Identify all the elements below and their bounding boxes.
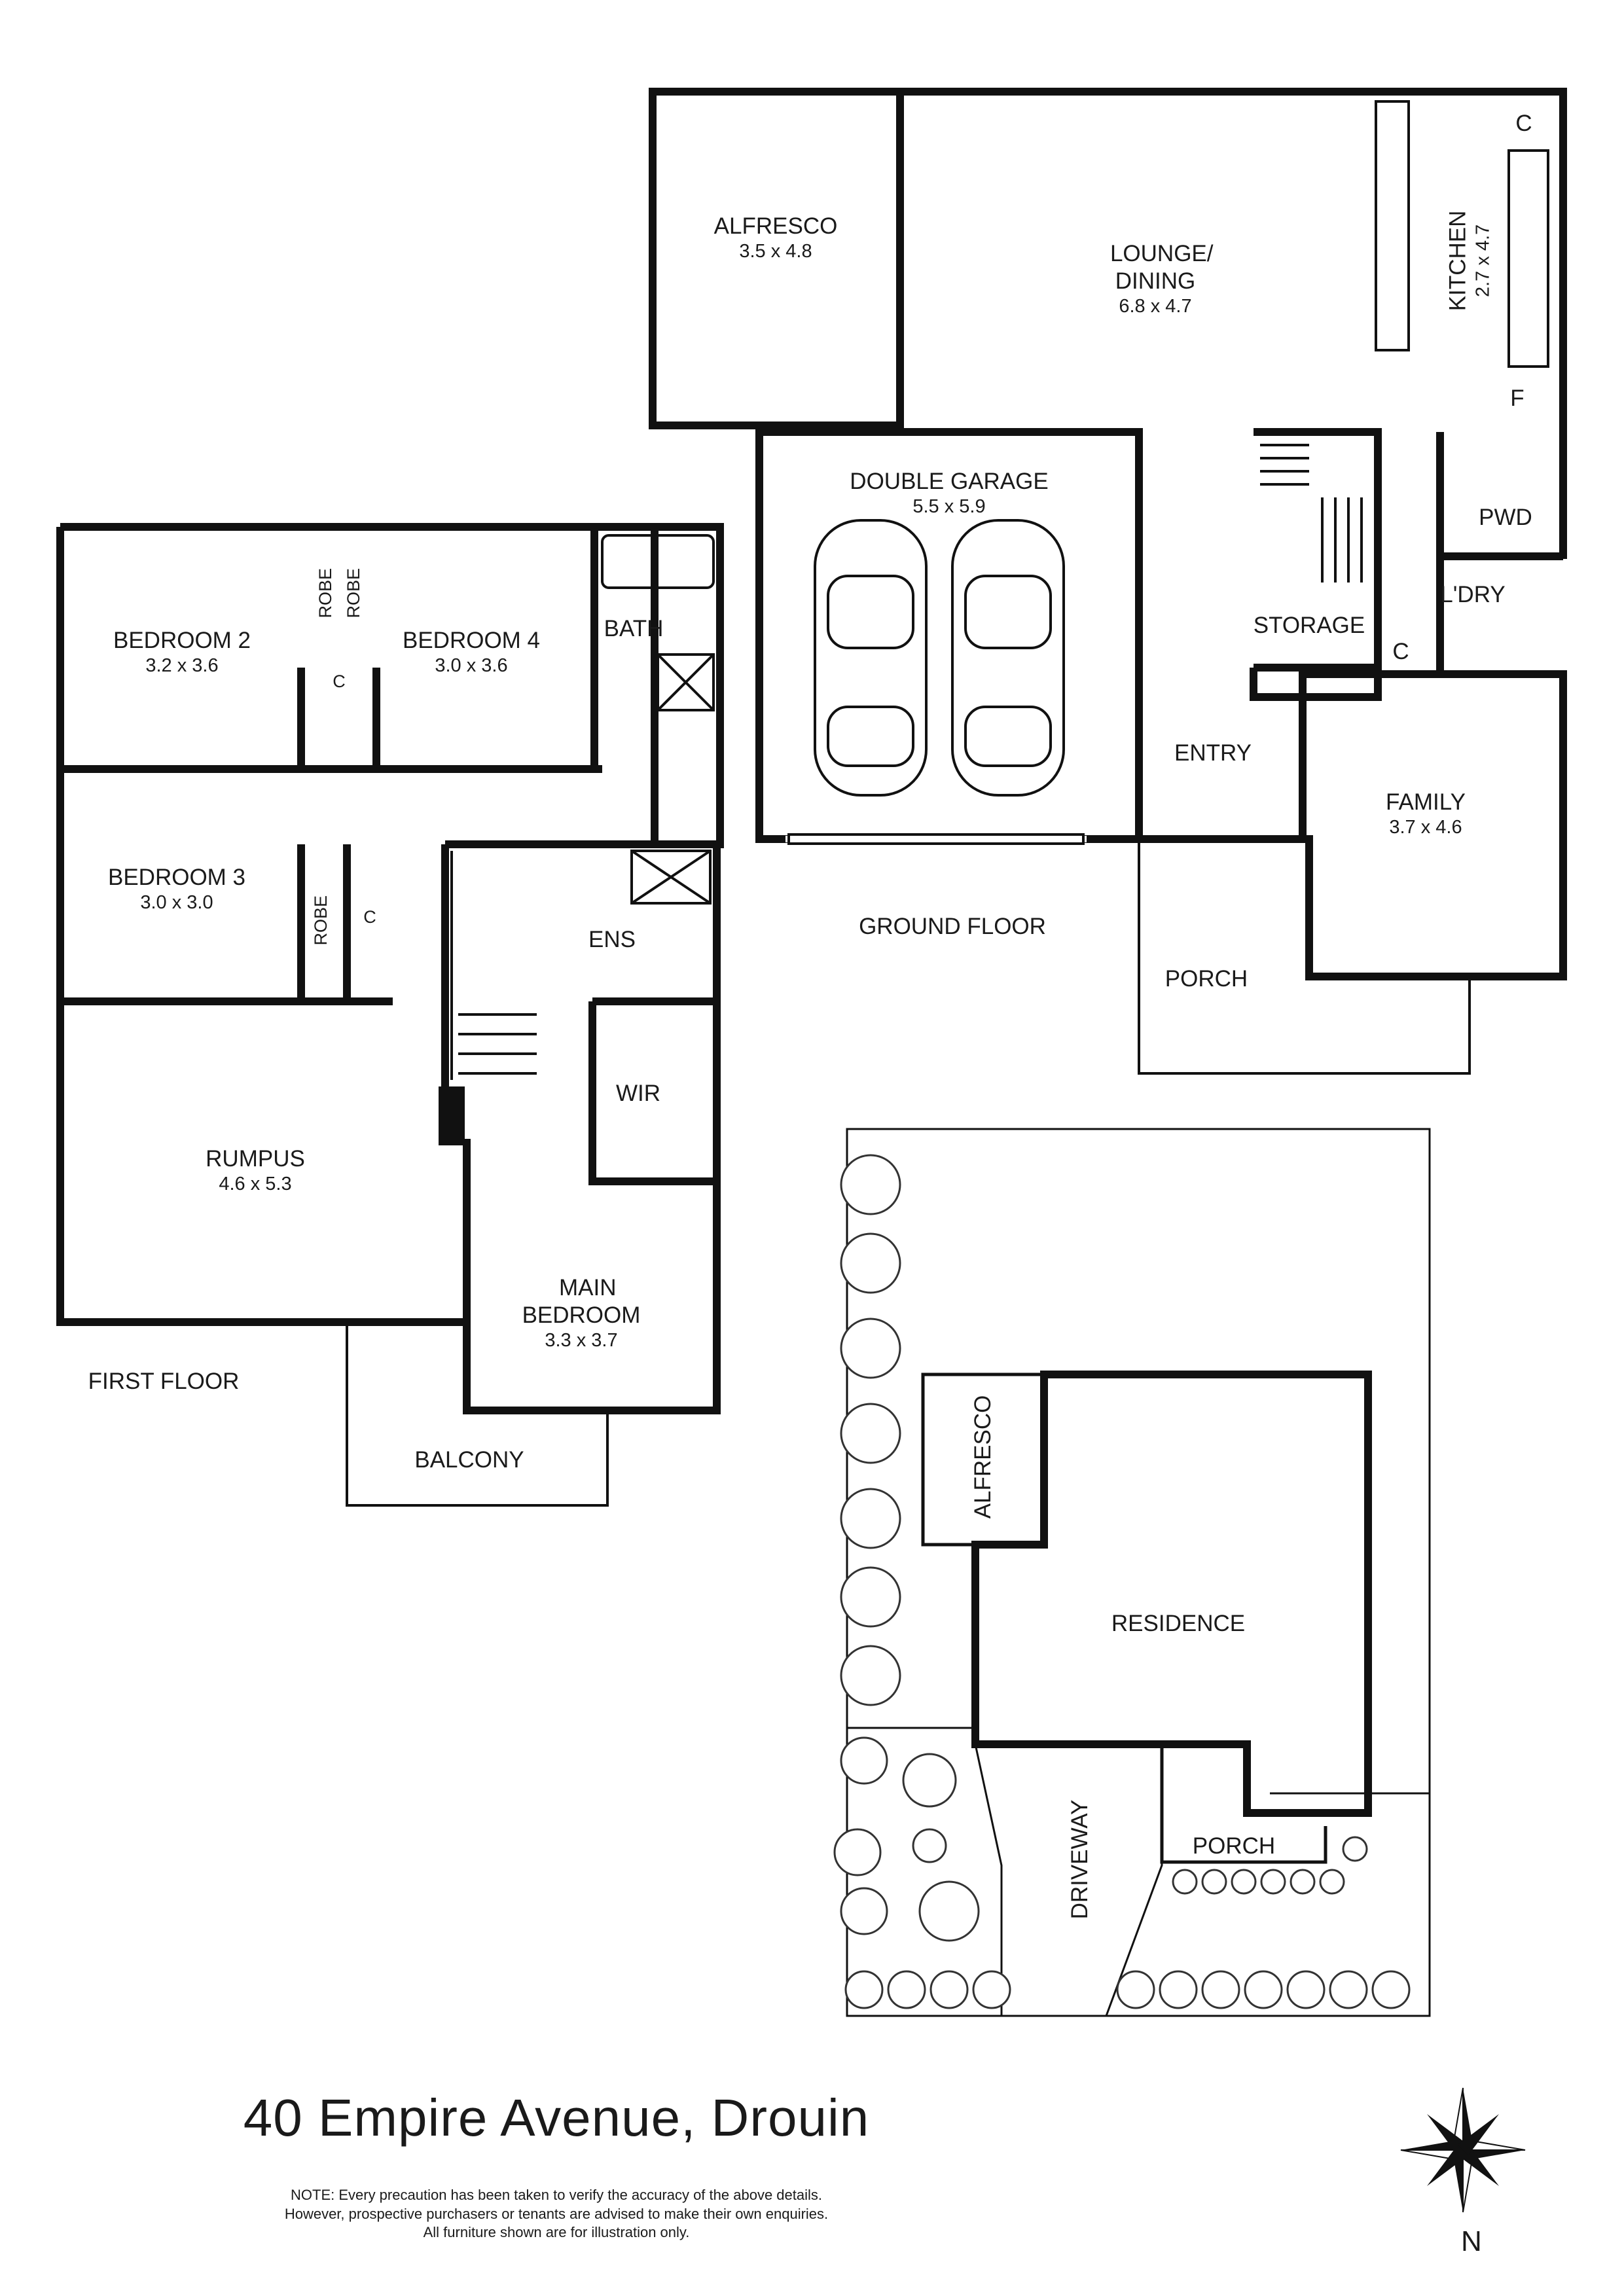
- disclaimer-line-1: NOTE: Every precaution has been taken to…: [291, 2187, 822, 2203]
- pwd-walls: [1436, 432, 1563, 678]
- car-left: [814, 519, 928, 797]
- disclaimer-line-3: All furniture shown are for illustration…: [423, 2224, 690, 2241]
- balcony-outline: [346, 1322, 609, 1507]
- balcony-label: BALCONY: [414, 1447, 524, 1473]
- robe-label-1: ROBE: [315, 567, 335, 619]
- site-driveway-label: DRIVEWAY: [1067, 1799, 1092, 1920]
- compass-rose-icon: [1400, 2087, 1526, 2213]
- ground-floor-title: GROUND FLOOR: [859, 914, 1046, 939]
- ens-shower: [630, 850, 712, 905]
- robe-label-2: ROBE: [343, 567, 363, 619]
- site-residence-label: RESIDENCE: [1111, 1611, 1246, 1636]
- site-porch: [1160, 1744, 1327, 1864]
- porch-label: PORCH: [1164, 966, 1248, 992]
- kitchen-island: [1375, 100, 1410, 351]
- bathtub: [601, 534, 715, 589]
- first-stair-treads: [450, 851, 537, 1080]
- bed3-cupboard-label: C: [363, 907, 376, 927]
- ens-label: ENS: [588, 927, 636, 952]
- disclaimer-note: NOTE: Every precaution has been taken to…: [0, 2186, 1113, 2242]
- bath-shower: [657, 653, 715, 711]
- site-trees: [833, 1154, 1411, 2009]
- site-residence: [971, 1371, 1372, 1817]
- ldry-label: L'DRY: [1440, 582, 1506, 607]
- car-right: [951, 519, 1065, 797]
- robe-label-3: ROBE: [310, 895, 331, 946]
- hall-cupboard-label: C: [333, 672, 346, 691]
- ground-stair-treads: [1260, 444, 1363, 583]
- site-boundary: [846, 1128, 1431, 2017]
- ldry-cupboard-label: C: [1392, 639, 1409, 664]
- kitchen-bench: [1507, 149, 1549, 368]
- fridge-label: F: [1510, 386, 1525, 411]
- disclaimer-line-2: However, prospective purchasers or tenan…: [284, 2205, 829, 2222]
- site-alfresco-label: ALFRESCO: [970, 1395, 996, 1519]
- storage-label: STORAGE: [1253, 613, 1365, 638]
- compass-north-label: N: [1461, 2225, 1482, 2257]
- storage-walls: [1250, 668, 1382, 701]
- entry-label: ENTRY: [1174, 740, 1252, 766]
- bedroom-walls: [60, 527, 602, 1005]
- bath-label: BATH: [604, 616, 664, 641]
- site-porch-label: PORCH: [1192, 1833, 1276, 1859]
- cupboard-label: C: [1515, 111, 1532, 136]
- porch-outline: [1138, 839, 1471, 1075]
- stair-walls: [1254, 428, 1382, 672]
- ensuite-walls: [441, 840, 720, 1410]
- wir-label: WIR: [615, 1081, 661, 1106]
- pwd-label: PWD: [1479, 505, 1532, 530]
- property-address: 40 Empire Avenue, Drouin: [243, 2089, 870, 2147]
- first-floor-title: FIRST FLOOR: [88, 1369, 240, 1394]
